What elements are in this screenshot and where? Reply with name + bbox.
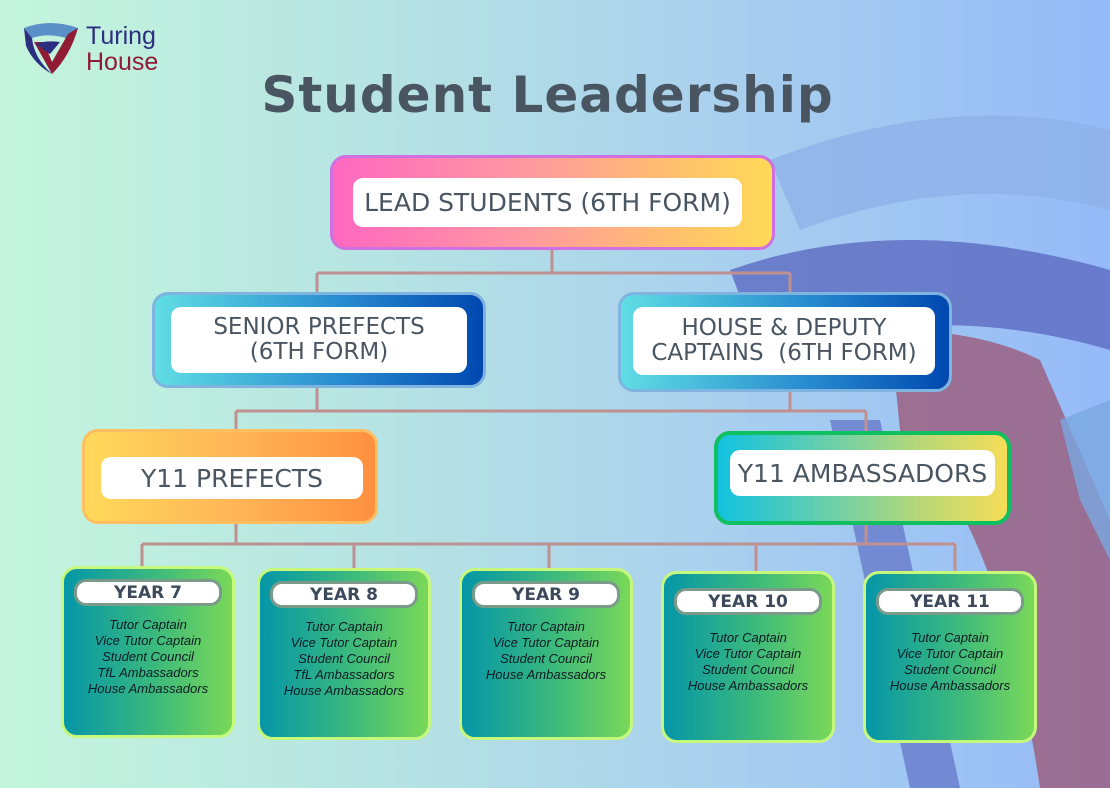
senior-line2: (6TH FORM) [249,339,389,365]
role-item: Student Council [298,651,390,666]
connector-years [140,524,957,572]
role-item: TfL Ambassadors [97,665,199,680]
year-roles: Tutor Captain Vice Tutor Captain Student… [260,619,428,699]
house-line1: HOUSE & DEPUTY [681,315,887,341]
role-item: Tutor Captain [911,630,989,645]
year-roles: Tutor Captain Vice Tutor Captain Student… [664,630,832,694]
node-lead-students: LEAD STUDENTS (6TH FORM) [330,155,775,250]
year-card-9: YEAR 9 Tutor Captain Vice Tutor Captain … [459,568,633,740]
year-label: YEAR 9 [472,581,620,608]
year-roles: Tutor Captain Vice Tutor Captain Student… [462,619,630,683]
year-roles: Tutor Captain Vice Tutor Captain Student… [64,617,232,697]
year-label: YEAR 11 [876,588,1024,615]
role-item: TfL Ambassadors [293,667,395,682]
year-roles: Tutor Captain Vice Tutor Captain Student… [866,630,1034,694]
house-line2: CAPTAINS (6TH FORM) [651,340,917,366]
role-item: House Ambassadors [687,678,809,693]
role-item: Student Council [702,662,794,677]
node-y11-prefects: Y11 PREFECTS [82,429,378,524]
year-card-8: YEAR 8 Tutor Captain Vice Tutor Captain … [257,568,431,740]
role-item: Tutor Captain [507,619,585,634]
role-item: House Ambassadors [485,667,607,682]
node-lead-students-label: LEAD STUDENTS (6TH FORM) [353,178,742,227]
year-card-11: YEAR 11 Tutor Captain Vice Tutor Captain… [863,571,1037,743]
role-item: Vice Tutor Captain [492,635,600,650]
page-title: Student Leadership [261,66,834,124]
role-item: Vice Tutor Captain [694,646,802,661]
role-item: House Ambassadors [283,683,405,698]
role-item: Vice Tutor Captain [896,646,1004,661]
senior-line1: SENIOR PREFECTS [213,314,425,340]
year-card-7: YEAR 7 Tutor Captain Vice Tutor Captain … [61,566,235,738]
shield-logo-icon [24,23,78,74]
node-senior-prefects: SENIOR PREFECTS(6TH FORM) [152,292,486,388]
role-item: House Ambassadors [889,678,1011,693]
logo-text-house: House [86,48,159,76]
logo-text-turing: Turing [86,22,156,50]
year-label: YEAR 10 [674,588,822,615]
role-item: Tutor Captain [709,630,787,645]
node-senior-prefects-label: SENIOR PREFECTS(6TH FORM) [171,307,467,373]
node-y11-ambassadors-label: Y11 AMBASSADORS [730,450,995,496]
role-item: Vice Tutor Captain [94,633,202,648]
year-label: YEAR 7 [74,579,222,606]
year-label: YEAR 8 [270,581,418,608]
turing-house-logo: Turing House [22,20,158,78]
node-y11-ambassadors: Y11 AMBASSADORS [714,431,1011,525]
role-item: Student Council [500,651,592,666]
node-y11-prefects-label: Y11 PREFECTS [101,457,363,499]
role-item: Tutor Captain [109,617,187,632]
role-item: Student Council [102,649,194,664]
connector-senior [234,388,868,431]
year-card-10: YEAR 10 Tutor Captain Vice Tutor Captain… [661,571,835,743]
role-item: Vice Tutor Captain [290,635,398,650]
role-item: Student Council [904,662,996,677]
connector-lead [315,250,792,292]
role-item: Tutor Captain [305,619,383,634]
role-item: House Ambassadors [87,681,209,696]
